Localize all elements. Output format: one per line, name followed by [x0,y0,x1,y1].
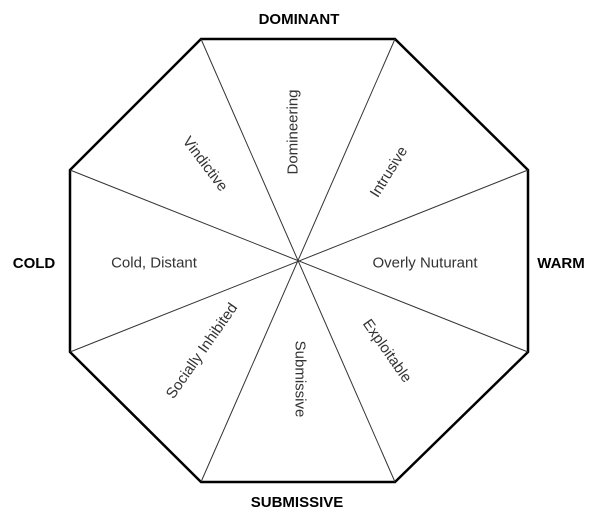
divider-line [69,169,529,353]
axis-label-right: WARM [537,255,585,272]
octant-label-overly-nuturant: Overly Nuturant [372,255,478,272]
octant-label-submissive: Submissive [292,341,309,418]
divider-lines [69,38,529,483]
axis-label-top: DOMINANT [259,11,340,28]
axis-label-left: COLD [13,255,56,272]
octant-label-domineering: Domineering [285,89,302,174]
octant-label-cold-distant: Cold, Distant [111,255,198,272]
axis-label-bottom: SUBMISSIVE [251,494,344,511]
